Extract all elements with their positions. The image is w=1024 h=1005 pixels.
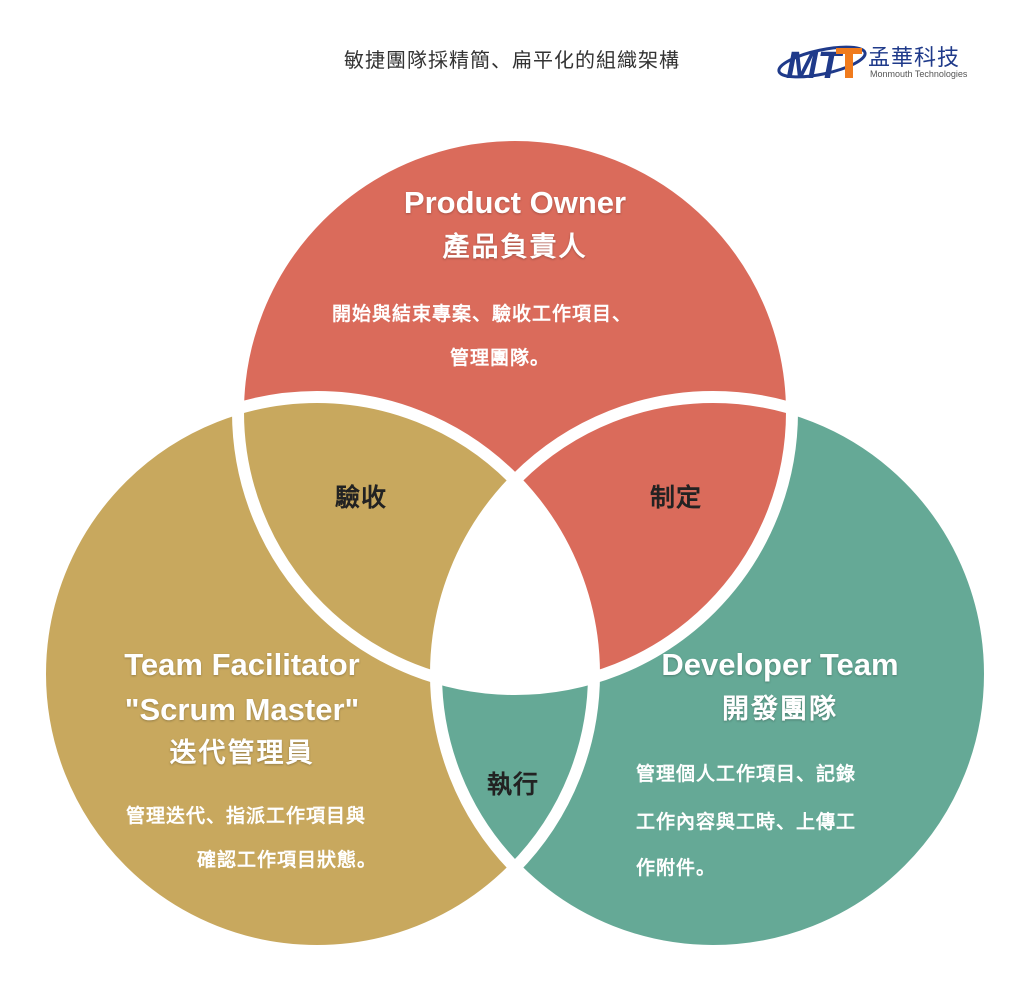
product-owner-desc-2: 管理團隊。 (450, 347, 551, 369)
product-owner-title-en: Product Owner (403, 185, 627, 220)
developer-team-desc-1: 管理個人工作項目、記錄 (636, 763, 857, 785)
overlap-label-po-dev: 制定 (650, 483, 703, 512)
product-owner-desc-1: 開始與結束專案、驗收工作項目、 (332, 303, 633, 325)
overlap-label-po-sm: 驗收 (335, 483, 388, 512)
scrum-master-title-cn: 迭代管理員 (169, 738, 315, 769)
developer-team-desc-2: 工作內容與工時、上傳工 (636, 811, 857, 833)
product-owner-border (232, 129, 798, 695)
logo-mark-text: MT (786, 45, 844, 87)
overlap-label-sm-dev: 執行 (487, 770, 540, 799)
scrum-master-desc-2: 確認工作項目狀態。 (197, 849, 378, 871)
page-title: 敏捷團隊採精簡、扁平化的組織架構 (344, 48, 680, 72)
company-logo: MT 孟華科技 Monmouth Technologies (776, 38, 986, 88)
logo-name-en: Monmouth Technologies (870, 69, 968, 79)
developer-team-title-en: Developer Team (661, 647, 899, 682)
developer-team-desc-3: 作附件。 (636, 857, 717, 879)
logo-mark-icon: MT (777, 45, 867, 87)
logo-name-cn: 孟華科技 (868, 46, 961, 71)
product-owner-title-cn: 產品負責人 (442, 232, 588, 263)
scrum-master-title-en-2: "Scrum Master" (124, 692, 360, 727)
scrum-master-desc-1: 管理迭代、指派工作項目與 (126, 805, 367, 827)
scrum-master-title-en-1: Team Facilitator (124, 647, 360, 682)
developer-team-title-cn: 開發團隊 (722, 694, 838, 725)
